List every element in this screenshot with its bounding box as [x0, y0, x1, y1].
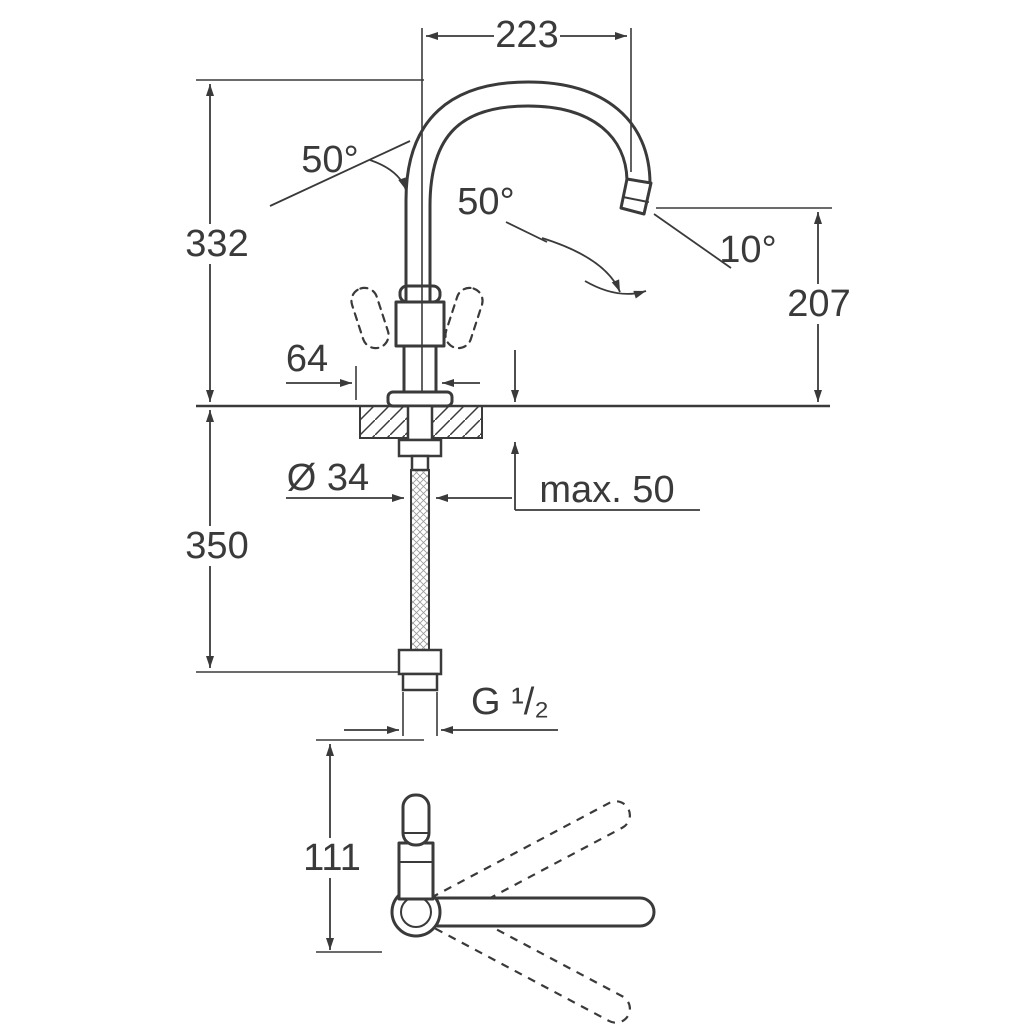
hose-thread-end [401, 672, 439, 692]
dim-thread: G ¹/₂ [471, 681, 549, 723]
arc-arrow-swivel-left [369, 159, 407, 191]
faucet-plan-view [390, 793, 656, 1024]
spout-tip [619, 177, 653, 216]
arc-arrow-outlet-angle [584, 280, 647, 299]
mask-outlet-height [784, 284, 854, 324]
dim-swivel-left: 50° [301, 139, 358, 181]
mounting-shank [406, 404, 434, 442]
mixer-body [394, 300, 446, 348]
dim-spout-reach: 223 [495, 14, 558, 56]
dim-hole-diameter: Ø 34 [287, 457, 369, 499]
body-plan [397, 841, 435, 901]
mask-spout-reach [494, 14, 560, 54]
spout-inner-outline [428, 104, 629, 304]
dim-outlet-angle: 10° [719, 229, 776, 271]
body-column [402, 344, 438, 398]
supply-hose [410, 469, 430, 651]
dim-outlet-height: 207 [787, 283, 850, 325]
counter-deck [196, 404, 830, 439]
handle-phantom-left [350, 286, 390, 350]
shank-rod [410, 454, 430, 472]
handle-plan [422, 896, 656, 928]
dimension-labels: 223 50° 50° 10° 332 207 64 Ø 34 max. 50 … [185, 14, 850, 879]
mask-height-above-deck [182, 224, 252, 264]
faucet-side-view [350, 80, 653, 408]
dim-handle-length: 111 [303, 837, 361, 879]
label-masks [182, 14, 854, 878]
spout-outer-outline [404, 80, 652, 304]
under-counter-assembly [397, 404, 443, 692]
arc-arrow-swivel-right [541, 237, 621, 293]
dim-hose-length: 350 [185, 525, 248, 567]
dim-handle-offset: 64 [286, 338, 328, 380]
leader-swivel-right [505, 221, 548, 243]
spout-plan [401, 793, 431, 847]
dim-swivel-right: 50° [457, 181, 514, 223]
mask-handle-length [300, 838, 364, 878]
leader-outlet-angle [653, 213, 732, 269]
base-plate [386, 390, 454, 408]
hose-fitting [397, 648, 443, 676]
mounting-nut [397, 438, 443, 458]
spout-aerator-line [622, 196, 649, 203]
leader-swivel-left [269, 140, 411, 207]
dim-height-above-deck: 332 [185, 223, 248, 265]
mask-hose-length [182, 526, 252, 566]
extension-lines [196, 28, 832, 953]
dim-max-deck-thickness: max. 50 [539, 469, 674, 511]
handle-phantom-right [444, 286, 484, 350]
